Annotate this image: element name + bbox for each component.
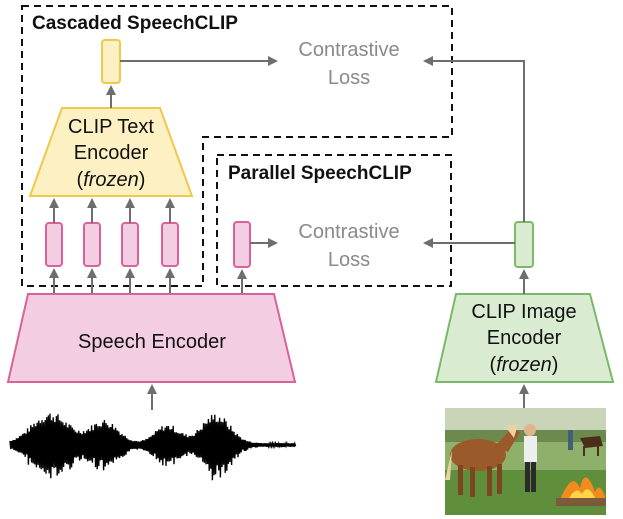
clip-image-encoder-line2: Encoder	[487, 327, 562, 349]
audio-waveform	[9, 413, 297, 481]
parallel-title: Parallel SpeechCLIP	[228, 163, 412, 184]
clip-image-encoder-line3: (frozen)	[490, 354, 559, 376]
clip-text-encoder	[28, 107, 194, 197]
speech-encoder-label: Speech Encoder	[78, 331, 226, 353]
clip-image-encoder	[434, 293, 615, 383]
clip-text-encoder-line2: Encoder	[74, 142, 149, 164]
contrastive-loss-top-line2: Loss	[328, 67, 370, 89]
cascaded-title: Cascaded SpeechCLIP	[32, 13, 238, 34]
parallel-speech-vector	[233, 221, 251, 268]
parallel-box	[216, 154, 452, 287]
speech-encoder	[6, 293, 297, 383]
clip-text-encoder-line1: CLIP Text	[68, 116, 154, 138]
cascaded-box	[21, 5, 453, 287]
clip-image-encoder-line1: CLIP Image	[471, 301, 576, 323]
contrastive-loss-top-line1: Contrastive	[298, 39, 399, 61]
speech-feature-vectors	[45, 222, 179, 267]
image-embedding-vector	[514, 221, 534, 268]
contrastive-loss-bottom-line2: Loss	[328, 249, 370, 271]
text-embedding-vector	[101, 39, 121, 84]
contrastive-loss-bottom-line1: Contrastive	[298, 221, 399, 243]
horse-and-person-photo	[445, 408, 606, 515]
clip-text-encoder-line3: (frozen)	[77, 169, 146, 191]
